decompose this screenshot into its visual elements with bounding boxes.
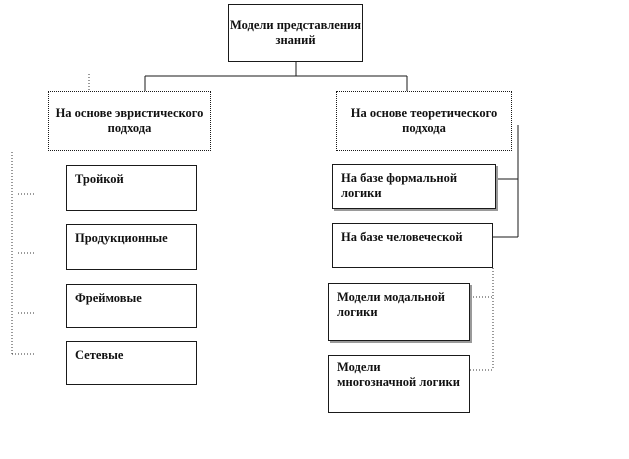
heuristic-node: На основе эвристического подхода [48, 91, 211, 151]
heuristic-child-label: Фреймовые [75, 291, 142, 305]
root-node: Модели представления знаний [228, 4, 363, 62]
theoretical-label: На основе теоретического подхода [350, 106, 498, 135]
heuristic-child-label: Сетевые [75, 348, 124, 362]
theoretical-child-label: На базе человеческой [341, 230, 463, 244]
heuristic-child-production: Продукционные [66, 224, 197, 270]
heuristic-label: На основе эвристического подхода [55, 106, 204, 135]
theoretical-child-multivalued-logic: Модели многозначной логики [328, 355, 470, 413]
heuristic-child-label: Продукционные [75, 231, 168, 245]
root-label: Модели представления знаний [230, 18, 361, 47]
theoretical-child-modal-logic: Модели модальной логики [328, 283, 470, 341]
heuristic-child-frame: Фреймовые [66, 284, 197, 328]
theoretical-node: На основе теоретического подхода [336, 91, 512, 151]
theoretical-child-label: Модели многозначной логики [337, 360, 460, 389]
theoretical-child-formal-logic: На базе формальной логики [332, 164, 496, 209]
heuristic-child-label: Тройкой [75, 172, 124, 186]
heuristic-child-network: Сетевые [66, 341, 197, 385]
theoretical-child-label: На базе формальной логики [341, 171, 458, 200]
theoretical-child-label: Модели модальной логики [337, 290, 445, 319]
heuristic-child-triples: Тройкой [66, 165, 197, 211]
theoretical-child-human-logic: На базе человеческой [332, 223, 493, 268]
